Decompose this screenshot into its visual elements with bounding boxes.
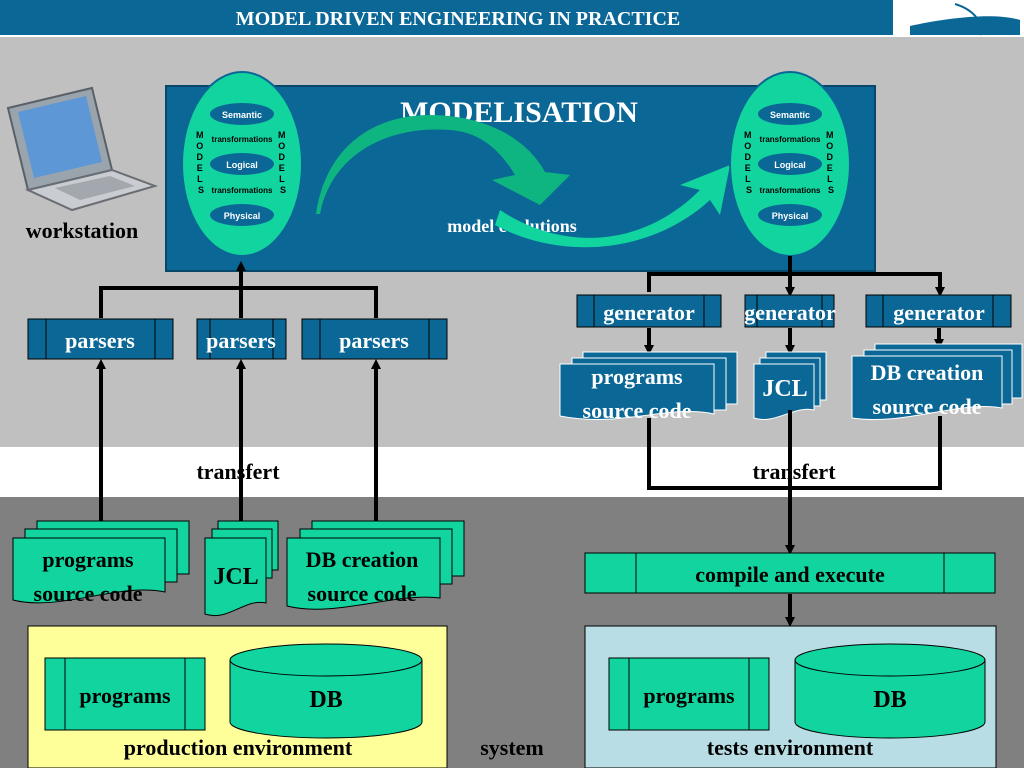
svg-text:source code: source code bbox=[873, 394, 982, 419]
models-right: Semantic Logical Physical transformation… bbox=[729, 71, 851, 257]
parser-box: parsers bbox=[196, 318, 287, 360]
svg-text:JCL: JCL bbox=[762, 376, 807, 402]
svg-text:source code: source code bbox=[583, 398, 692, 423]
svg-text:Semantic: Semantic bbox=[770, 110, 810, 120]
generated-db-document: DB creation source code bbox=[851, 343, 1023, 421]
physical-node bbox=[210, 204, 274, 226]
generator-box: generator bbox=[744, 294, 836, 328]
semantic-node bbox=[758, 103, 822, 125]
svg-text:transformations: transformations bbox=[212, 186, 273, 195]
physical-node bbox=[758, 204, 822, 226]
svg-text:JCL: JCL bbox=[213, 564, 258, 590]
svg-text:DB creation: DB creation bbox=[306, 547, 419, 572]
svg-text:Physical: Physical bbox=[224, 211, 261, 221]
production-programs-box: programs bbox=[44, 657, 206, 731]
svg-text:programs: programs bbox=[42, 547, 134, 572]
compile-execute-box: compile and execute bbox=[584, 552, 996, 594]
generator-box: generator bbox=[576, 294, 722, 328]
right-transfer-connectors bbox=[647, 410, 942, 555]
laptop-icon bbox=[6, 86, 159, 212]
system-programs-document: programs source code bbox=[12, 520, 190, 606]
generated-arrows bbox=[644, 328, 944, 355]
generated-programs-document: programs source code bbox=[559, 351, 738, 423]
generator-connectors bbox=[647, 256, 945, 297]
svg-text:DB: DB bbox=[873, 687, 906, 713]
svg-text:Physical: Physical bbox=[772, 211, 809, 221]
production-db-cylinder: DB bbox=[229, 643, 423, 739]
title-bar bbox=[0, 0, 893, 35]
svg-text:source code: source code bbox=[34, 581, 143, 606]
evolution-arrow-icon bbox=[316, 115, 730, 248]
logo-icon bbox=[910, 3, 1020, 36]
production-environment-label: production environment bbox=[124, 735, 353, 760]
tests-db-cylinder: DB bbox=[794, 643, 986, 739]
semantic-node bbox=[210, 103, 274, 125]
svg-text:source code: source code bbox=[308, 581, 417, 606]
svg-text:transformations: transformations bbox=[760, 186, 821, 195]
svg-text:DB: DB bbox=[309, 687, 342, 713]
svg-text:transformations: transformations bbox=[760, 135, 821, 144]
svg-text:Semantic: Semantic bbox=[222, 110, 262, 120]
svg-text:generator: generator bbox=[744, 300, 836, 325]
tests-programs-box: programs bbox=[608, 657, 770, 731]
svg-text:generator: generator bbox=[603, 300, 695, 325]
models-vertical-label: M O D E L S bbox=[744, 130, 754, 195]
models-vertical-label: M O D E L S bbox=[826, 130, 836, 195]
svg-text:parsers: parsers bbox=[65, 328, 135, 353]
models-left: Semantic Logical Physical transformation… bbox=[181, 71, 303, 257]
svg-text:DB creation: DB creation bbox=[871, 360, 984, 385]
left-transfer-arrows bbox=[96, 359, 381, 522]
models-vertical-label: M O D E L S bbox=[196, 130, 206, 195]
tests-environment-label: tests environment bbox=[707, 735, 874, 760]
workstation-label: workstation bbox=[26, 218, 138, 243]
generated-jcl-document: JCL bbox=[753, 351, 827, 420]
logical-node bbox=[210, 153, 274, 175]
svg-text:programs: programs bbox=[79, 683, 171, 708]
models-vertical-label: M O D E L S bbox=[278, 130, 288, 195]
generator-box: generator bbox=[865, 294, 1012, 328]
parsers-connectors bbox=[99, 261, 378, 318]
svg-text:parsers: parsers bbox=[206, 328, 276, 353]
transfer-right-label: transfert bbox=[752, 459, 836, 484]
parser-box: parsers bbox=[301, 318, 448, 360]
svg-text:parsers: parsers bbox=[339, 328, 409, 353]
logical-node bbox=[758, 153, 822, 175]
svg-text:transformations: transformations bbox=[212, 135, 273, 144]
transfer-left-label: transfert bbox=[196, 459, 280, 484]
svg-text:generator: generator bbox=[893, 300, 985, 325]
svg-text:Logical: Logical bbox=[226, 160, 258, 170]
svg-text:programs: programs bbox=[643, 683, 735, 708]
svg-text:compile and execute: compile and execute bbox=[695, 562, 885, 587]
parser-box: parsers bbox=[27, 318, 174, 360]
svg-text:programs: programs bbox=[591, 364, 683, 389]
system-db-document: DB creation source code bbox=[286, 520, 465, 610]
system-label: system bbox=[480, 735, 544, 760]
system-jcl-document: JCL bbox=[204, 520, 279, 617]
page-title: MODEL DRIVEN ENGINEERING IN PRACTICE bbox=[236, 8, 681, 30]
svg-text:Logical: Logical bbox=[774, 160, 806, 170]
